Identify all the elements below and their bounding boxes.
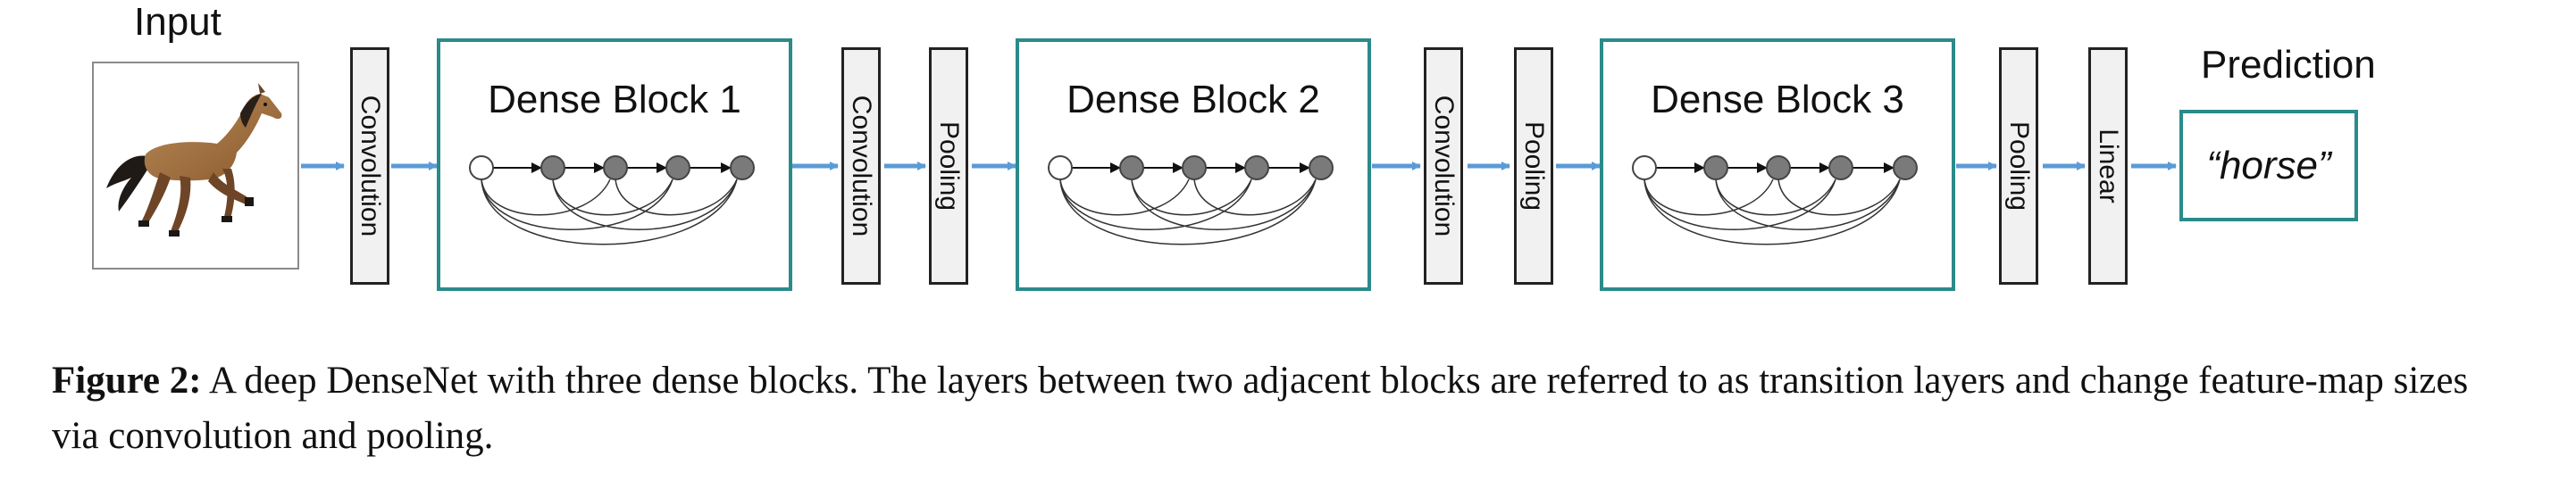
- dense-skip-edge: [481, 178, 673, 230]
- dense-node: [1893, 155, 1918, 180]
- layer-convolution-1: Convolution: [350, 47, 389, 285]
- dense-skip-edge: [1131, 178, 1317, 230]
- dense-skip-edge: [1715, 178, 1901, 230]
- dense-skip-edge: [1777, 178, 1901, 216]
- figure-caption: Figure 2: A deep DenseNet with three den…: [52, 353, 2517, 464]
- dense-skip-edge: [1131, 178, 1252, 216]
- prediction-value: “horse”: [2206, 143, 2331, 187]
- dense-node: [1766, 155, 1791, 180]
- layer-label: Pooling: [934, 120, 964, 212]
- dense-connections: [469, 155, 755, 245]
- dense-connections: [1632, 155, 1918, 245]
- layer-convolution-2: Convolution: [841, 47, 881, 285]
- dense-node: [665, 155, 690, 180]
- dense-block-3: Dense Block 3: [1600, 38, 1955, 291]
- layer-label: Pooling: [1519, 120, 1549, 212]
- input-image: [92, 62, 299, 270]
- dense-node: [1309, 155, 1334, 180]
- dense-node: [1703, 155, 1728, 180]
- layer-label: Pooling: [2004, 120, 2034, 212]
- layer-pooling-2: Pooling: [1514, 47, 1553, 285]
- dense-block-2: Dense Block 2: [1016, 38, 1371, 291]
- dense-node: [1119, 155, 1144, 180]
- dense-input-node: [1048, 155, 1073, 180]
- dense-skip-edge: [481, 178, 738, 245]
- dense-node: [1182, 155, 1207, 180]
- dense-block-label: Dense Block 2: [1066, 78, 1320, 121]
- dense-skip-edge: [1059, 178, 1252, 230]
- dense-node: [730, 155, 755, 180]
- layer-label: Linear: [2094, 129, 2123, 203]
- dense-skip-edge: [552, 178, 673, 216]
- prediction-box: “horse”: [2179, 110, 2358, 221]
- dense-skip-edge: [615, 178, 738, 216]
- layer-linear: Linear: [2088, 47, 2128, 285]
- layer-label: Convolution: [1429, 95, 1459, 237]
- dense-block-label: Dense Block 1: [488, 78, 741, 121]
- dense-skip-edge: [1193, 178, 1317, 216]
- dense-skip-edge: [1715, 178, 1836, 216]
- dense-skip-edge: [1059, 178, 1190, 216]
- layer-label: Convolution: [847, 95, 876, 237]
- dense-skip-edge: [481, 178, 611, 216]
- dense-skip-edge: [552, 178, 738, 230]
- prediction-title: Prediction: [2201, 43, 2376, 87]
- dense-input-node: [469, 155, 494, 180]
- input-title: Input: [134, 0, 222, 44]
- layer-pooling-3: Pooling: [1999, 47, 2038, 285]
- dense-block-1: Dense Block 1: [437, 38, 792, 291]
- dense-node: [540, 155, 565, 180]
- dense-skip-edge: [1059, 178, 1317, 245]
- dense-block-label: Dense Block 3: [1651, 78, 1904, 121]
- dense-node: [1828, 155, 1853, 180]
- caption-text: A deep DenseNet with three dense blocks.…: [52, 360, 2469, 457]
- dense-skip-edge: [1643, 178, 1836, 230]
- dense-input-node: [1632, 155, 1657, 180]
- dense-connections: [1048, 155, 1334, 245]
- layer-convolution-3: Convolution: [1424, 47, 1463, 285]
- dense-node: [1244, 155, 1269, 180]
- caption-label: Figure 2:: [52, 360, 202, 402]
- horse-icon: [106, 83, 282, 237]
- dense-skip-edge: [1643, 178, 1774, 216]
- layer-pooling-1: Pooling: [929, 47, 968, 285]
- layer-label: Convolution: [355, 95, 385, 237]
- dense-node: [603, 155, 628, 180]
- dense-skip-edge: [1643, 178, 1901, 245]
